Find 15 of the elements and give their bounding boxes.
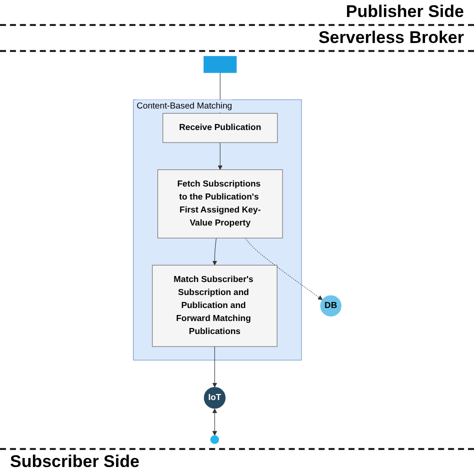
section-label: Subscriber Side: [0, 448, 474, 474]
arrow: [244, 238, 322, 300]
arrow: [212, 238, 217, 266]
node-box: Fetch Subscriptions to the Publication's First Assigned Key-Value Property: [157, 169, 283, 238]
arrow: [218, 142, 222, 170]
node-circle: [210, 435, 219, 444]
node-circle: IoT: [204, 386, 226, 409]
node-box: Match Subscriber's Subscription and Publication and Forward Matching Publications: [152, 264, 278, 347]
section-label: Publisher Side: [0, 0, 474, 26]
arrow: [212, 408, 217, 436]
node-circle: DB: [320, 295, 342, 316]
node-box: Receive Publication: [162, 113, 278, 143]
section-label: Serverless Broker: [0, 26, 474, 52]
node-box: [203, 56, 236, 73]
arrow: [212, 346, 217, 388]
